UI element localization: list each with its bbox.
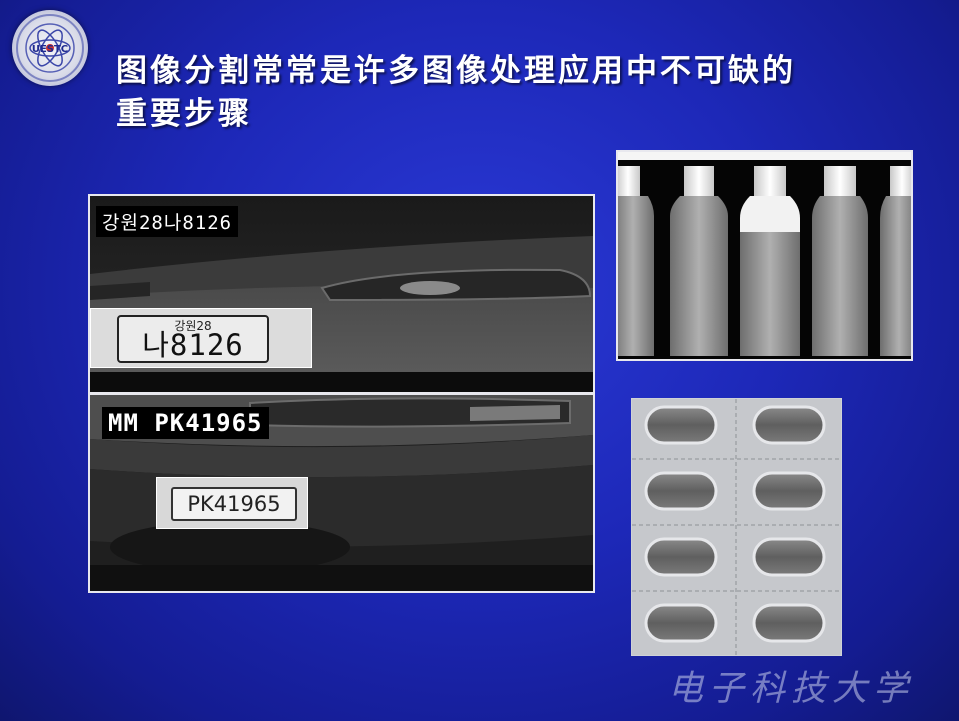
car-image-pk-plate: MM PK41965 PK41965 [88, 393, 595, 593]
bottle [740, 166, 800, 356]
plate-number-text: PK41965 [171, 487, 297, 521]
slide-title: 图像分割常常是许多图像处理应用中不可缺的 重要步骤 [116, 50, 896, 136]
plate-region-text: 강원28 [174, 319, 212, 333]
license-plate: 강원28 나8126 [117, 315, 269, 363]
university-logo: UESTC [12, 10, 88, 86]
bottles-image [616, 150, 913, 361]
bottle [618, 166, 654, 356]
pill [644, 405, 718, 445]
bottle [670, 166, 728, 356]
pill-blister-image [631, 398, 842, 656]
pill [644, 537, 718, 577]
bottle [812, 166, 868, 356]
pill [752, 471, 826, 511]
pill [644, 471, 718, 511]
plate-caption: 강원28나8126 [96, 206, 239, 237]
pill [752, 405, 826, 445]
license-plate-region: 강원28 나8126 [90, 308, 312, 368]
university-watermark: 电子科技大学 [668, 669, 915, 709]
pill [752, 603, 826, 643]
license-plate-region: PK41965 [156, 477, 308, 529]
pill-blister-graphic [632, 399, 841, 655]
title-line-2: 重要步骤 [116, 96, 252, 132]
plate-number-text: 나8126 [142, 328, 244, 362]
plate-caption: MM PK41965 [102, 407, 269, 439]
logo-text: UESTC [32, 44, 68, 55]
pill [752, 537, 826, 577]
pill [644, 603, 718, 643]
title-line-1: 图像分割常常是许多图像处理应用中不可缺的 [116, 53, 796, 89]
bottles-graphic [618, 152, 911, 359]
bottle [880, 166, 911, 356]
car-image-korean-plate: 강원28나8126 강원28 나8126 [88, 194, 595, 394]
